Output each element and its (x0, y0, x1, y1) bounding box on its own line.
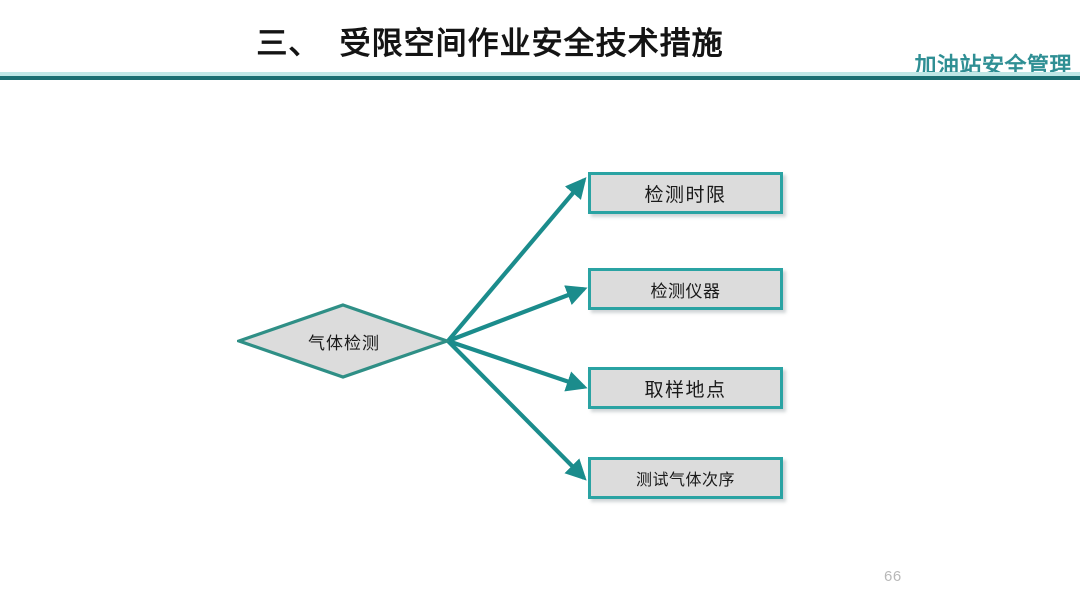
diamond-shape (237, 303, 449, 379)
connector-to-box-3 (447, 339, 588, 392)
node-gas-test-sequence-label: 测试气体次序 (635, 472, 735, 489)
connector-to-box-2 (447, 285, 588, 343)
node-gas-detection-label: 气体检测 (308, 333, 380, 353)
header-divider-dark (0, 76, 1080, 80)
header-divider (0, 72, 1080, 81)
node-gas-detection[interactable]: 气体检测 (237, 303, 449, 379)
page-number: 66 (884, 568, 902, 585)
node-detection-instrument[interactable]: 检测仪器 (588, 268, 783, 310)
node-sampling-location[interactable]: 取样地点 (588, 367, 783, 409)
connector-to-box-4 (446, 339, 587, 481)
connector-to-box-1 (446, 177, 587, 343)
node-detection-instrument-label: 检测仪器 (650, 281, 721, 301)
node-detection-time-limit-label: 检测时限 (644, 184, 727, 206)
page-title: 三、 受限空间作业安全技术措施 (256, 26, 724, 61)
header-divider-light (0, 72, 1080, 76)
node-sampling-location-label: 取样地点 (644, 379, 727, 401)
node-gas-test-sequence[interactable]: 测试气体次序 (588, 457, 783, 499)
node-detection-time-limit[interactable]: 检测时限 (588, 172, 783, 214)
